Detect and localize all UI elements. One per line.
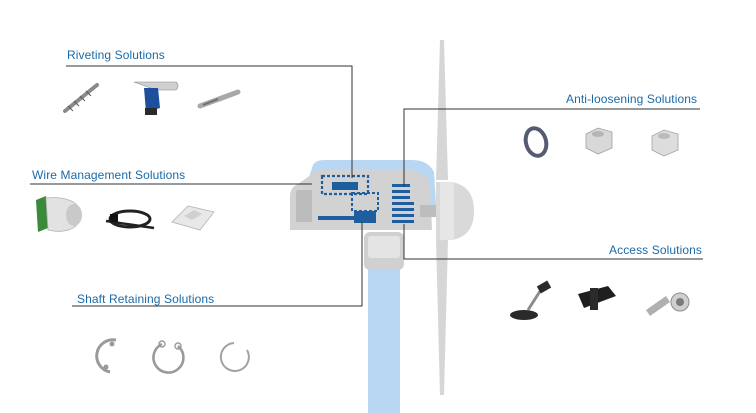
main-shaft: [420, 205, 440, 217]
rivet-gun-icon: [133, 81, 179, 115]
wind-turbine: [290, 40, 474, 413]
dashed-cabinet: [320, 174, 370, 196]
label-access-solutions: Access Solutions: [609, 243, 702, 257]
external-retaining-ring-icon: [152, 340, 185, 374]
leader-riveting: [66, 65, 353, 178]
wave-washer-icon: [523, 126, 549, 158]
leader-access: [403, 224, 703, 260]
turbine-tower: [368, 262, 400, 413]
hex-nut-icon: [651, 129, 679, 157]
blind-rivet-icon: [197, 89, 241, 109]
gearbox-component: [354, 211, 376, 223]
leader-shaft: [72, 222, 363, 307]
tie-mount-icon: [171, 205, 215, 231]
label-shaft-retaining-solutions: Shaft Retaining Solutions: [77, 292, 215, 306]
hinge-icon: [578, 286, 616, 310]
bearing-stack: [392, 184, 410, 187]
label-riveting-solutions: Riveting Solutions: [67, 48, 165, 62]
cable-tie-icon: [105, 209, 155, 230]
cable-gland-icon: [36, 196, 82, 232]
rotor-blade-top: [436, 40, 448, 180]
rotor-blade-bottom: [436, 240, 448, 395]
label-anti-loosening-solutions: Anti-loosening Solutions: [566, 92, 698, 106]
leveling-foot-icon: [510, 280, 552, 320]
internal-retaining-ring-icon: [95, 338, 117, 374]
lock-nut-icon: [585, 127, 613, 155]
latch-icon: [646, 292, 690, 316]
wire-retaining-ring-icon: [219, 342, 250, 372]
leader-lines: [30, 65, 703, 307]
generator-component: [296, 190, 312, 222]
label-wire-management-solutions: Wire Management Solutions: [32, 168, 186, 182]
screw-icon: [63, 83, 99, 113]
leader-antiloosening: [403, 108, 700, 186]
